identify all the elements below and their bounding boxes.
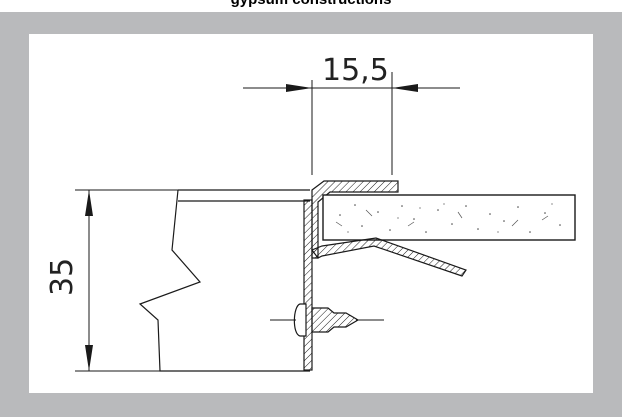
gypsum-board-strokes — [335, 209, 549, 227]
profile-body — [138, 189, 310, 372]
screw-icon — [293, 303, 307, 337]
gypsum-board — [322, 194, 576, 241]
top-angle-profile — [311, 180, 399, 259]
screw-shank — [311, 307, 360, 333]
gypsum-board-texture — [339, 203, 561, 233]
dimension-arrow-bottom — [85, 345, 93, 371]
page-heading: gypsum constructions — [0, 0, 622, 9]
hatched-wall — [303, 199, 313, 371]
dimension-arrow-top — [85, 190, 93, 216]
dimension-arrow-right — [286, 84, 312, 92]
vertical-dimension — [75, 189, 310, 372]
horizontal-dimension-label: 15,5 — [322, 53, 389, 88]
horizontal-dimension — [243, 72, 460, 175]
spring-clip — [311, 237, 467, 277]
dimension-arrow-left — [392, 84, 418, 92]
vertical-dimension-label: 35 — [45, 258, 80, 296]
